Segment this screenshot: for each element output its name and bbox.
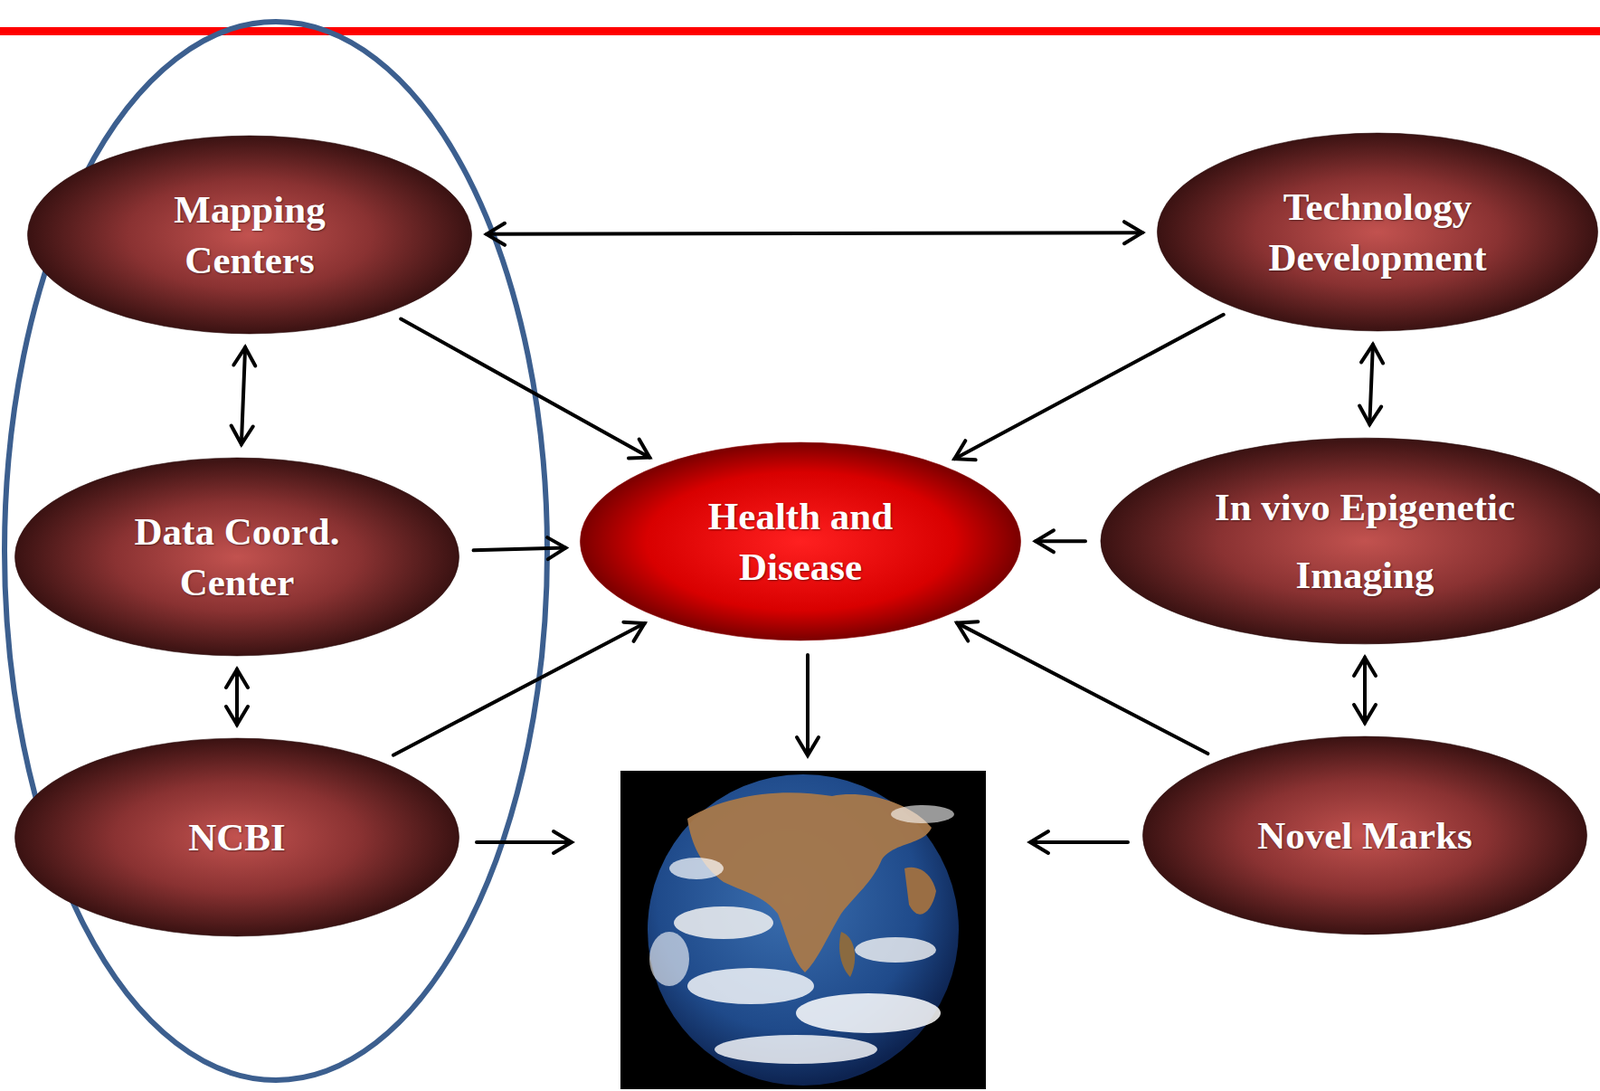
ellipse-node: In vivo Epigenetic Imaging [1098,436,1600,645]
connector-arrow [226,669,248,725]
ellipse-node: NCBI [12,737,462,938]
node-label: Technology Development [1241,181,1514,284]
ellipse-node: Technology Development [1155,132,1600,332]
ellipse-shape [25,134,474,335]
ellipse-shape [1155,132,1600,332]
connector-arrow [1035,530,1086,552]
node-label: In vivo Epigenetic Imaging [1179,473,1551,610]
ellipse-node: Mapping Centers [25,134,474,335]
connector-arrow [473,537,567,559]
connector-arrow [1353,657,1376,723]
connector-arrow [393,622,645,756]
connector-arrow [956,621,1208,754]
ellipse-node: Data Coord. Center [12,456,462,657]
connector-arrow [231,347,256,445]
ellipse-shape [577,441,1023,642]
connector-arrow [1359,344,1383,425]
group-outline [4,21,548,1080]
connector-arrow [400,319,650,459]
ellipse-node: Health and Disease [577,441,1023,642]
node-label: Mapping Centers [150,184,350,286]
ellipse-shape [12,456,462,657]
ellipse-shape [1098,436,1600,645]
node-label: Novel Marks [1257,810,1473,862]
connector-arrow [486,221,1143,246]
earth-picture [620,770,986,1089]
node-label: Health and Disease [678,491,923,593]
arrow-to-earth [476,654,1128,853]
node-label: NCBI [188,812,286,863]
node-label: Data Coord. Center [114,506,360,608]
ellipse-node: Novel Marks [1140,735,1590,936]
connector-arrow [954,314,1223,461]
